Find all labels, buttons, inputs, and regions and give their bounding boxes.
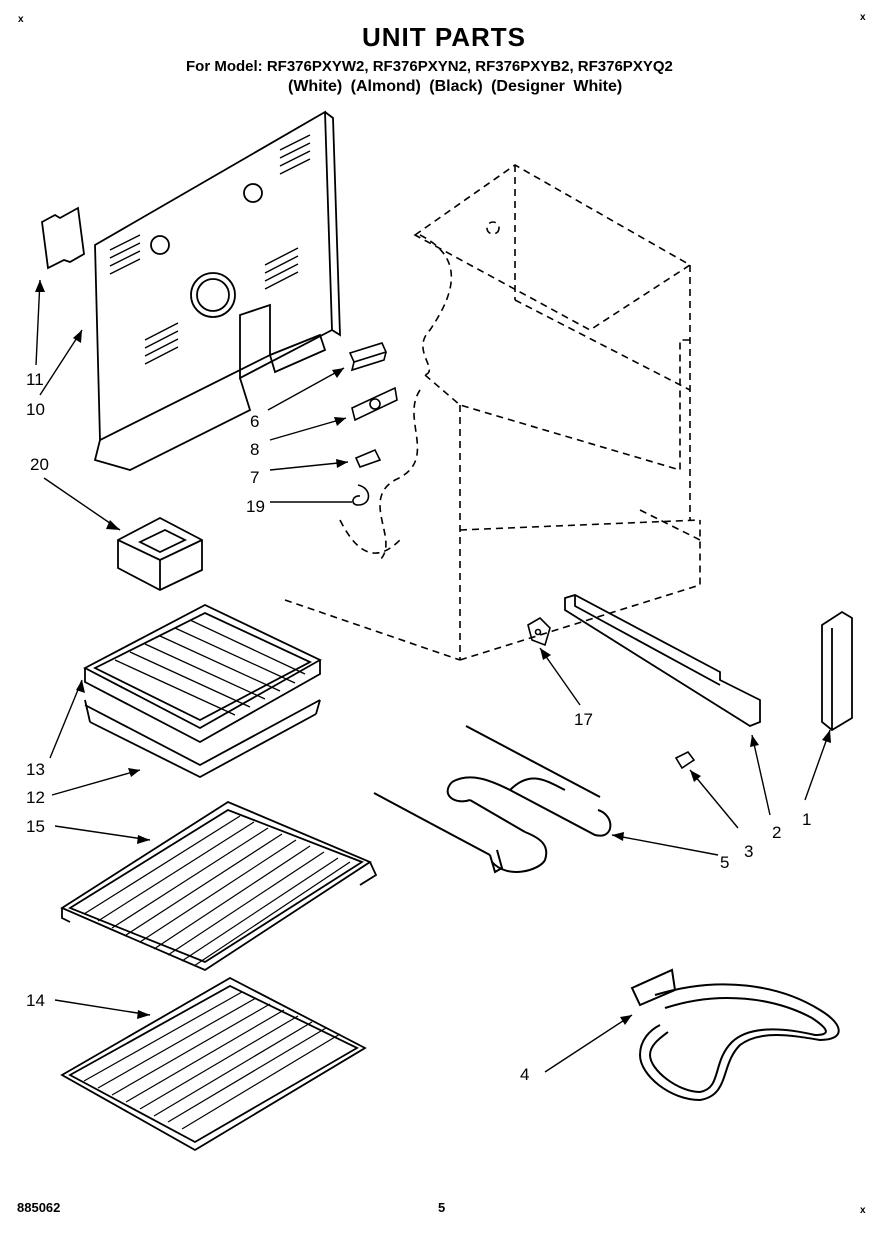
broiler-pan-and-grid <box>83 603 322 779</box>
color-variants: (White) (Almond) (Black) (Designer White… <box>288 78 623 95</box>
model-list: For Model: RF376PXYW2, RF376PXYN2, RF376… <box>186 58 673 75</box>
corner-mark-top-right: x <box>860 12 866 23</box>
wire-clip-part-19 <box>352 484 370 506</box>
callout-11: 11 <box>26 370 44 389</box>
box-part-20 <box>117 516 203 592</box>
callout-8: 8 <box>250 440 259 459</box>
callout-20: 20 <box>30 455 49 474</box>
end-cap-part-1 <box>821 610 853 732</box>
bracket-part-11 <box>41 206 85 270</box>
oven-rack-part-15 <box>60 800 378 972</box>
oven-rack-part-14 <box>60 976 367 1152</box>
callout-12: 12 <box>26 788 45 807</box>
clip-part-7 <box>354 448 382 468</box>
callout-3: 3 <box>744 842 753 861</box>
corner-mark-top-left: x <box>18 14 24 25</box>
broil-element-part-5 <box>373 725 612 874</box>
callout-15: 15 <box>26 817 45 836</box>
clip-part-3 <box>674 750 696 770</box>
callout-labels: 11 10 6 8 7 19 20 13 12 15 14 17 5 3 2 1… <box>26 370 811 1084</box>
callout-7: 7 <box>250 468 259 487</box>
oven-back-panel <box>93 110 341 471</box>
oven-cabinet-outline <box>284 164 701 661</box>
document-number: 885062 <box>17 1200 61 1215</box>
corner-mark-bottom-right: x <box>860 1205 866 1216</box>
callout-4: 4 <box>520 1065 529 1084</box>
page-title: UNIT PARTS <box>361 22 527 52</box>
bracket-part-17 <box>527 616 551 647</box>
callout-19: 19 <box>246 497 265 516</box>
front-trim-part-2 <box>564 594 761 728</box>
bake-element-part-4 <box>630 968 840 1102</box>
callout-leader-lines <box>35 279 831 1073</box>
plate-part-8 <box>351 386 398 422</box>
callout-17: 17 <box>574 710 593 729</box>
hinge-receptacle-part-6 <box>348 342 388 372</box>
callout-6: 6 <box>250 412 259 431</box>
callout-10: 10 <box>26 400 45 419</box>
callout-1: 1 <box>802 810 811 829</box>
callout-14: 14 <box>26 991 45 1010</box>
callout-arrowheads <box>35 280 831 1025</box>
page-number: 5 <box>438 1200 446 1215</box>
callout-5: 5 <box>720 853 729 872</box>
callout-13: 13 <box>26 760 45 779</box>
callout-2: 2 <box>772 823 781 842</box>
